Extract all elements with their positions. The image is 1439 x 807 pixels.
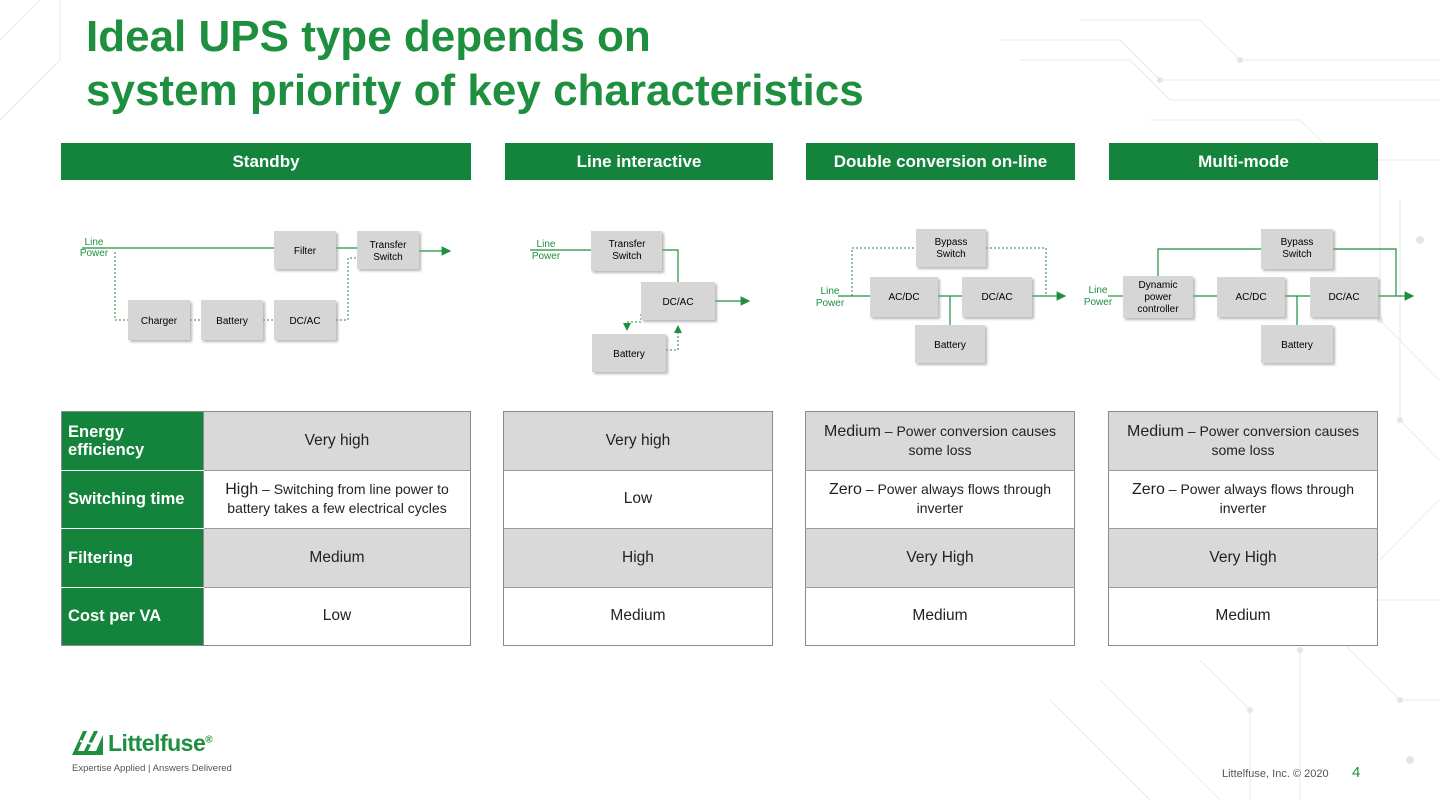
table-row: Medium (1108, 587, 1378, 646)
line-interactive-switching-cell: Low (503, 470, 773, 529)
standby-energy-cell: Very high (203, 411, 471, 471)
standby-switching-cell: High – Switching from line power to batt… (203, 470, 471, 529)
dcac-box: DC/AC (289, 316, 320, 327)
page-title: Ideal UPS type depends on system priorit… (86, 10, 986, 118)
table-row: Zero – Power always flows through invert… (805, 470, 1075, 529)
line-interactive-diagram: Line Power Transfer Switch DC/AC Battery (515, 222, 765, 382)
svg-text:Power: Power (80, 248, 109, 259)
svg-text:Power: Power (1084, 297, 1113, 308)
littelfuse-logo: Littelfuse® Expertise Applied | Answers … (72, 729, 232, 774)
battery-box: Battery (216, 316, 248, 327)
multi-mode-switching-cell: Zero – Power always flows through invert… (1108, 470, 1378, 529)
battery-box: Battery (934, 340, 966, 351)
double-conversion-energy-cell: Medium – Power conversion causes some lo… (805, 411, 1075, 471)
table-row-cost: Cost per VA Low (61, 587, 471, 646)
line-interactive-table: Very high Low High Medium (503, 411, 773, 646)
line-power-label: Line (821, 286, 840, 297)
double-conversion-table: Medium – Power conversion causes some lo… (805, 411, 1075, 646)
multi-mode-diagram: Line Power Bypass Switch Dynamic power c… (1078, 222, 1418, 372)
svg-text:Switch: Switch (1282, 249, 1311, 260)
dcac-box: DC/AC (1328, 292, 1359, 303)
charger-box: Charger (141, 316, 178, 327)
line-interactive-filtering-cell: High (503, 528, 773, 588)
svg-text:Switch: Switch (612, 251, 641, 262)
svg-text:Switch: Switch (373, 252, 402, 263)
svg-text:controller: controller (1137, 304, 1179, 315)
line-interactive-cost-cell: Medium (503, 587, 773, 646)
row-label-energy: Energy efficiency (61, 411, 204, 471)
table-row: Medium (503, 587, 773, 646)
multi-mode-table: Medium – Power conversion causes some lo… (1108, 411, 1378, 646)
standby-filtering-cell: Medium (203, 528, 471, 588)
standby-table: Energy efficiency Very high Switching ti… (61, 411, 471, 646)
multi-mode-cost-cell: Medium (1108, 587, 1378, 646)
table-row: Very High (805, 528, 1075, 588)
double-conversion-switching-cell: Zero – Power always flows through invert… (805, 470, 1075, 529)
multi-mode-filtering-cell: Very High (1108, 528, 1378, 588)
standby-diagram: Line Power Filter Transfer Switch Charge… (70, 222, 470, 352)
page-number: 4 (1352, 764, 1361, 781)
line-power-label: Line (85, 237, 104, 248)
column-header-standby: Standby (61, 143, 471, 180)
dynamic-power-controller-box: Dynamic (1139, 280, 1178, 291)
line-interactive-energy-cell: Very high (503, 411, 773, 471)
table-row-switching: Switching time High – Switching from lin… (61, 470, 471, 529)
transfer-switch-box: Transfer (370, 240, 408, 251)
multi-mode-energy-cell: Medium – Power conversion causes some lo… (1108, 411, 1378, 471)
transfer-switch-box: Transfer (609, 239, 647, 250)
double-conversion-cost-cell: Medium (805, 587, 1075, 646)
column-header-line-interactive: Line interactive (505, 143, 773, 180)
logo-wordmark: Littelfuse® (108, 729, 213, 756)
copyright-text: Littelfuse, Inc. © 2020 (1222, 768, 1329, 780)
svg-text:Switch: Switch (936, 249, 965, 260)
title-line-2: system priority of key characteristics (86, 66, 864, 115)
bypass-switch-box: Bypass (1281, 237, 1314, 248)
battery-box: Battery (613, 349, 645, 360)
line-power-label: Line (537, 239, 556, 250)
table-row-energy: Energy efficiency Very high (61, 411, 471, 471)
table-row-filtering: Filtering Medium (61, 528, 471, 588)
dcac-box: DC/AC (662, 297, 693, 308)
title-line-1: Ideal UPS type depends on (86, 12, 651, 61)
table-row: Low (503, 470, 773, 529)
table-row: Medium – Power conversion causes some lo… (1108, 411, 1378, 471)
littelfuse-logo-icon (72, 731, 103, 755)
row-label-cost: Cost per VA (61, 587, 204, 646)
standby-cost-cell: Low (203, 587, 471, 646)
line-power-label: Line (1089, 285, 1108, 296)
acdc-box: AC/DC (1235, 292, 1266, 303)
logo-tagline: Expertise Applied | Answers Delivered (72, 763, 232, 774)
table-row: Medium – Power conversion causes some lo… (805, 411, 1075, 471)
svg-text:Power: Power (816, 298, 845, 309)
double-conversion-diagram: Line Power Bypass Switch AC/DC DC/AC Bat… (812, 222, 1072, 372)
table-row: Medium (805, 587, 1075, 646)
column-header-double-conversion: Double conversion on-line (806, 143, 1075, 180)
table-row: Very High (1108, 528, 1378, 588)
row-label-filtering: Filtering (61, 528, 204, 588)
svg-text:Power: Power (532, 251, 561, 262)
filter-box: Filter (294, 246, 317, 257)
dcac-box: DC/AC (981, 292, 1012, 303)
bypass-switch-box: Bypass (935, 237, 968, 248)
table-row: High (503, 528, 773, 588)
table-row: Zero – Power always flows through invert… (1108, 470, 1378, 529)
table-row: Very high (503, 411, 773, 471)
svg-text:power: power (1144, 292, 1172, 303)
acdc-box: AC/DC (888, 292, 919, 303)
column-header-multi-mode: Multi-mode (1109, 143, 1378, 180)
battery-box: Battery (1281, 340, 1313, 351)
double-conversion-filtering-cell: Very High (805, 528, 1075, 588)
row-label-switching: Switching time (61, 470, 204, 529)
